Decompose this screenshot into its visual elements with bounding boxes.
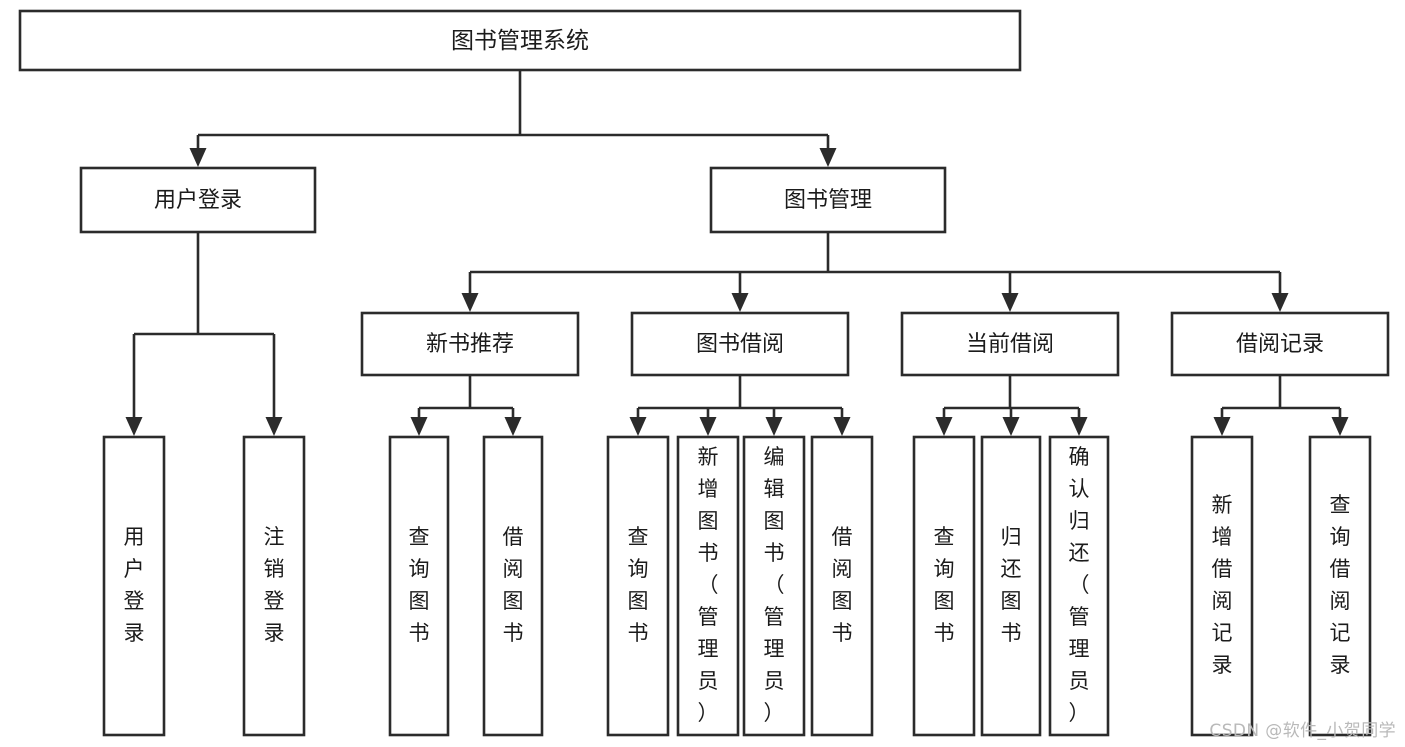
node-box[interactable] [388, 435, 450, 737]
arrow-head-icon [265, 417, 283, 436]
node-leaf-user-login[interactable]: 用户登录 [102, 435, 166, 737]
arrow-head-icon [1271, 293, 1289, 312]
node-box[interactable] [242, 435, 306, 737]
node-box[interactable] [676, 435, 740, 737]
node-label: 用户登录 [154, 188, 242, 213]
node-new-book-recommend[interactable]: 新书推荐 [360, 311, 580, 377]
node-leaf-confirm-return-admin[interactable]: 确认归还（管理员） [1048, 435, 1110, 737]
arrow-head-icon [765, 417, 783, 436]
node-box[interactable] [630, 311, 850, 377]
node-label: 新增图书（管理员） [698, 445, 719, 725]
arrow-head-icon [1213, 417, 1231, 436]
node-label: 借阅图书 [832, 525, 853, 645]
connector-layer [125, 70, 1349, 436]
node-box[interactable] [360, 311, 580, 377]
csdn-watermark: CSDN @软件_小贺同学 [1209, 721, 1396, 741]
arrow-head-icon [819, 148, 837, 167]
arrow-head-icon [935, 417, 953, 436]
node-current-borrow[interactable]: 当前借阅 [900, 311, 1120, 377]
node-box[interactable] [912, 435, 976, 737]
node-leaf-add-borrow-record[interactable]: 新增借阅记录 [1190, 435, 1254, 737]
connector-user-login [125, 232, 283, 436]
node-label: 图书管理系统 [451, 28, 589, 54]
node-box[interactable] [980, 435, 1042, 737]
node-leaf-query-borrow-record[interactable]: 查询借阅记录 [1308, 435, 1372, 737]
node-leaf-borrow-book-recommend[interactable]: 借阅图书 [482, 435, 544, 737]
node-label: 图书借阅 [696, 332, 784, 357]
node-root[interactable]: 图书管理系统 [18, 9, 1022, 72]
node-leaf-query-book-recommend[interactable]: 查询图书 [388, 435, 450, 737]
arrow-head-icon [629, 417, 647, 436]
node-box[interactable] [482, 435, 544, 737]
node-layer: 图书管理系统用户登录图书管理新书推荐图书借阅当前借阅借阅记录用户登录注销登录查询… [18, 9, 1390, 737]
node-label: 确认归还（管理员） [1069, 445, 1090, 725]
node-label: 查询图书 [934, 525, 955, 645]
connector-current-borrow [935, 375, 1088, 436]
node-leaf-borrow-book[interactable]: 借阅图书 [810, 435, 874, 737]
arrow-head-icon [699, 417, 717, 436]
node-box[interactable] [1048, 435, 1110, 737]
node-label: 新书推荐 [426, 332, 514, 357]
node-box[interactable] [1308, 435, 1372, 737]
node-box[interactable] [1170, 311, 1390, 377]
node-label: 新增借阅记录 [1212, 493, 1233, 677]
arrow-head-icon [1331, 417, 1349, 436]
node-leaf-query-book-borrow[interactable]: 查询图书 [606, 435, 670, 737]
node-label: 图书管理 [784, 188, 872, 213]
node-borrow-record[interactable]: 借阅记录 [1170, 311, 1390, 377]
node-label: 用户登录 [124, 525, 145, 645]
node-label: 注销登录 [264, 525, 285, 645]
node-label: 查询借阅记录 [1330, 493, 1351, 677]
node-box[interactable] [18, 9, 1022, 72]
node-box[interactable] [1190, 435, 1254, 737]
node-box[interactable] [79, 166, 317, 234]
node-leaf-add-book-admin[interactable]: 新增图书（管理员） [676, 435, 740, 737]
arrow-head-icon [731, 293, 749, 312]
connector-root [189, 70, 837, 167]
node-leaf-return-book[interactable]: 归还图书 [980, 435, 1042, 737]
node-book-management[interactable]: 图书管理 [709, 166, 947, 234]
arrow-head-icon [504, 417, 522, 436]
node-box[interactable] [810, 435, 874, 737]
node-label: 借阅记录 [1236, 332, 1324, 357]
node-box[interactable] [102, 435, 166, 737]
arrow-head-icon [189, 148, 207, 167]
node-book-borrow[interactable]: 图书借阅 [630, 311, 850, 377]
node-box[interactable] [742, 435, 806, 737]
node-box[interactable] [709, 166, 947, 234]
connector-book-borrow [629, 375, 851, 436]
arrow-head-icon [1002, 417, 1020, 436]
connector-borrow-record [1213, 375, 1349, 436]
connector-new-book-recommend [410, 375, 522, 436]
arrow-head-icon [125, 417, 143, 436]
node-leaf-edit-book-admin[interactable]: 编辑图书（管理员） [742, 435, 806, 737]
arrow-head-icon [410, 417, 428, 436]
node-user-login[interactable]: 用户登录 [79, 166, 317, 234]
node-label: 借阅图书 [503, 525, 524, 645]
node-leaf-query-book-current[interactable]: 查询图书 [912, 435, 976, 737]
connector-book-management [461, 232, 1289, 312]
node-label: 归还图书 [1001, 525, 1022, 645]
node-box[interactable] [900, 311, 1120, 377]
arrow-head-icon [1001, 293, 1019, 312]
node-label: 查询图书 [409, 525, 430, 645]
node-label: 编辑图书（管理员） [764, 445, 785, 725]
arrow-head-icon [461, 293, 479, 312]
node-label: 查询图书 [628, 525, 649, 645]
arrow-head-icon [833, 417, 851, 436]
node-leaf-logout[interactable]: 注销登录 [242, 435, 306, 737]
node-box[interactable] [606, 435, 670, 737]
arrow-head-icon [1070, 417, 1088, 436]
node-label: 当前借阅 [966, 332, 1054, 357]
